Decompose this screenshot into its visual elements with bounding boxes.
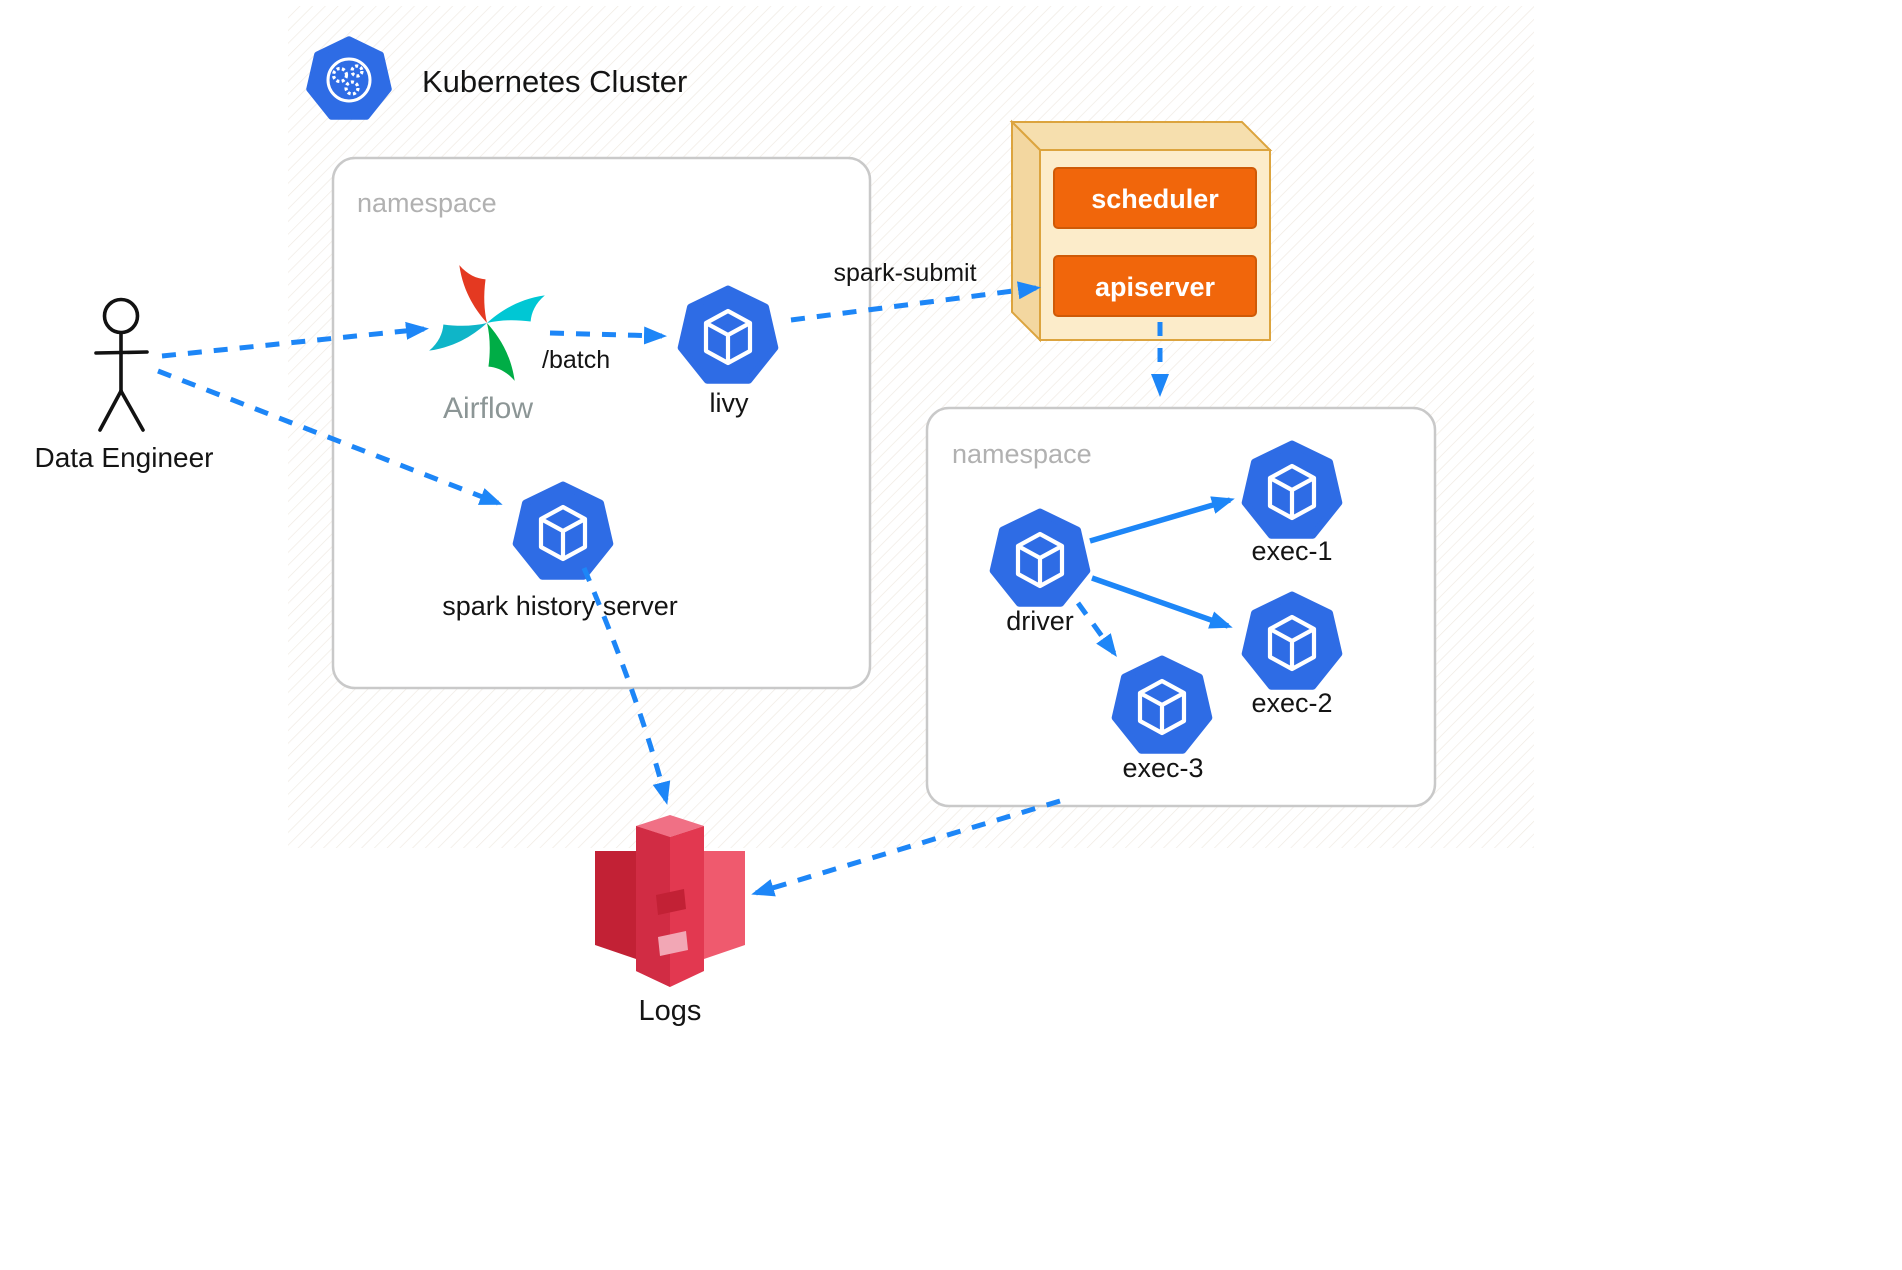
kubernetes-logo-icon <box>306 36 392 120</box>
namespace-2-label: namespace <box>952 439 1092 469</box>
airflow-label: Airflow <box>443 392 533 425</box>
spark-history-pod-icon <box>512 481 614 580</box>
exec-1-label: exec-1 <box>1251 536 1332 566</box>
livy-pod-icon <box>677 285 779 384</box>
exec-2-label: exec-2 <box>1251 688 1332 718</box>
arrow-engineer-to-airflow <box>161 321 429 359</box>
exec-2-pod-icon <box>1241 591 1343 690</box>
apiserver-button <box>1053 255 1257 317</box>
driver-pod-icon <box>989 508 1091 607</box>
batch-edge-label: /batch <box>542 346 610 374</box>
arrow-engineer-to-spark-history <box>157 368 503 506</box>
logs-label: Logs <box>639 995 702 1027</box>
driver-label: driver <box>1006 606 1074 636</box>
arrow-namespace2-to-logs <box>751 798 1061 897</box>
apiserver-button-label: apiserver <box>1095 272 1216 302</box>
data-engineer-label: Data Engineer <box>34 442 213 473</box>
spark-history-label: spark history server <box>442 591 678 621</box>
scheduler-button <box>1053 167 1257 229</box>
airflow-pinwheel-icon <box>429 265 545 381</box>
scheduler-button-label: scheduler <box>1091 184 1219 214</box>
exec-1-pod-icon <box>1241 440 1343 539</box>
stick-figure-icon <box>94 297 149 432</box>
exec-3-pod-icon <box>1111 655 1213 754</box>
spark-submit-edge-label: spark-submit <box>833 259 976 287</box>
livy-label: livy <box>710 388 749 418</box>
exec-3-label: exec-3 <box>1122 753 1203 783</box>
control-plane-box: scheduler apiserver <box>1009 119 1273 343</box>
arrow-spark-history-to-logs <box>581 567 671 805</box>
arrow-driver-to-exec-1 <box>1089 496 1235 544</box>
arrow-airflow-to-livy <box>549 326 667 345</box>
arrow-driver-to-exec-3 <box>1075 601 1117 658</box>
arrow-driver-to-exec-2 <box>1091 575 1233 629</box>
namespace-1-label: namespace <box>357 188 497 218</box>
s3-bucket-icon <box>595 815 745 987</box>
page-title: Kubernetes Cluster <box>422 64 687 99</box>
